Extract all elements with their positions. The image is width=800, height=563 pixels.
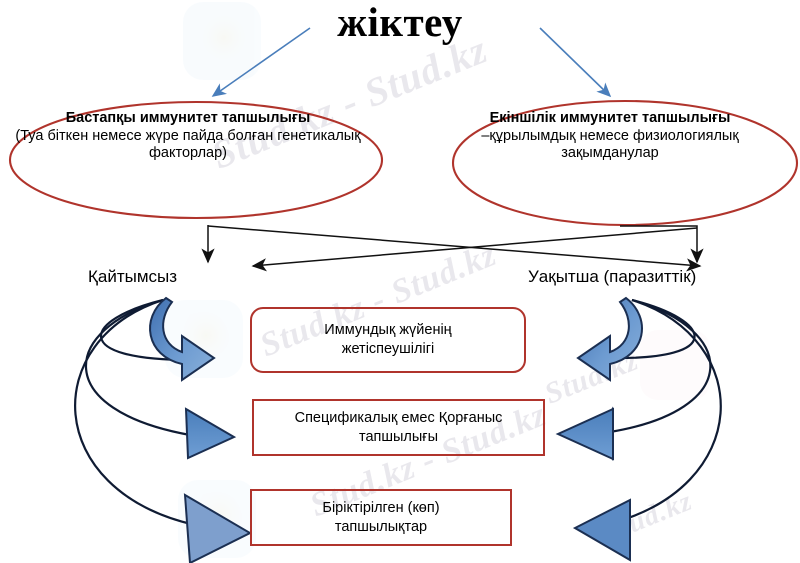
right-curve-to-box3 [607, 298, 722, 526]
box-combined-deficiencies-line2: тапшылықтар [334, 518, 428, 535]
primary-to-temporary-arrow [207, 225, 702, 272]
title-to-secondary-arrow [539, 27, 612, 98]
left-arrowhead-box2 [184, 407, 237, 460]
title-to-primary-arrow [211, 27, 311, 97]
secondary-to-irreversible-arrow [251, 227, 698, 272]
branch-label-irreversible: Қайтымсыз [88, 267, 178, 286]
left-curve-to-box2 [84, 298, 191, 437]
diagram-title: жіктеу [337, 0, 463, 45]
primary-immunodeficiency-heading: Бастапқы иммунитет тапшылығы [65, 110, 311, 126]
primary-immunodeficiency-text: Бастапқы иммунитет тапшылығы (Туа біткен… [8, 110, 368, 163]
box-immune-system-deficiency-line2: жетіспеушілігі [341, 341, 435, 357]
left-arrowhead-box3 [183, 493, 253, 563]
right-hook-arrow [576, 296, 643, 382]
right-arrowhead-box3 [572, 498, 631, 562]
left-hook-arrow [149, 296, 216, 382]
ellipse-primary-immunodeficiency [8, 100, 384, 220]
box-nonspecific-defense-deficiency: Спецификалық емес Қорғаныс тапшылығы [252, 399, 545, 456]
box-combined-deficiencies: Біріктірілген (көп) тапшылықтар [250, 489, 512, 546]
box-immune-system-deficiency-line1: Иммундық жүйенің [324, 322, 452, 339]
branch-label-temporary: Уақытша (паразиттік) [528, 267, 697, 286]
box-immune-system-deficiency: Иммундық жүйенің жетіспеушілігі [250, 307, 526, 373]
secondary-immunodeficiency-heading: Екіншілік иммунитет тапшылығы [489, 110, 731, 126]
box-nonspecific-defense-deficiency-line2: тапшылығы [358, 428, 439, 445]
box-combined-deficiencies-line1: Біріктірілген (көп) [322, 499, 440, 516]
secondary-immunodeficiency-text: Екіншілік иммунитет тапшылығы –құрылымды… [470, 110, 750, 163]
box-nonspecific-defense-deficiency-line1: Спецификалық емес Қорғаныс [294, 409, 503, 426]
left-curve-to-box3 [74, 298, 196, 527]
right-arrowhead-box2 [555, 407, 614, 461]
secondary-down-connector [620, 225, 704, 264]
primary-immunodeficiency-body: (Туа біткен немесе жүре пайда болған ген… [15, 127, 361, 162]
ellipse-secondary-immunodeficiency [451, 99, 799, 227]
right-curve-to-box2 [609, 298, 712, 434]
secondary-immunodeficiency-body: –құрылымдық немесе физиологиялық зақымда… [481, 127, 739, 162]
